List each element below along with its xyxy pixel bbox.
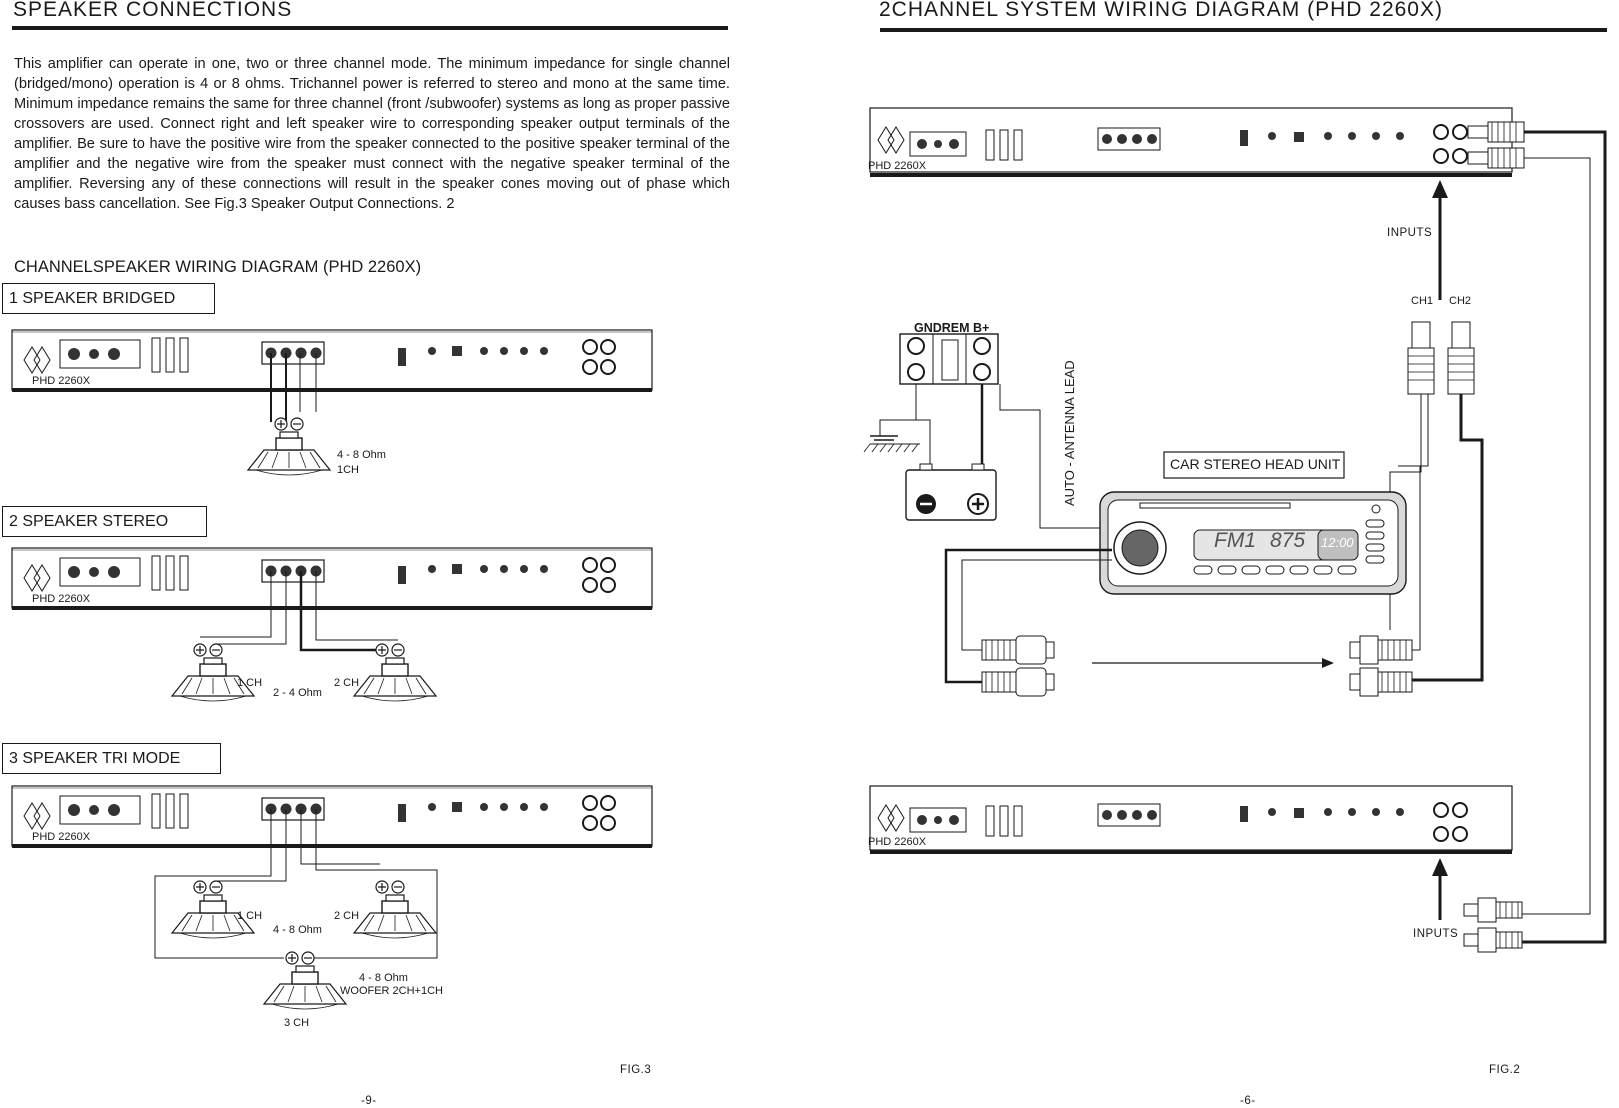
ch1-label: CH1: [1411, 295, 1434, 307]
fig2-label: FIG.2: [1489, 1064, 1521, 1076]
tri-ch1-label: 1 CH: [237, 910, 263, 922]
tri-ch2-label: 2 CH: [334, 910, 360, 922]
tri-woofer-label: WOOFER 2CH+1CH: [340, 985, 443, 997]
head-unit-label: CAR STEREO HEAD UNIT: [1170, 456, 1341, 472]
left-page-number: -9-: [361, 1095, 377, 1107]
section-box-bridged: 1 SPEAKER BRIDGED: [2, 283, 215, 314]
bottom-rca-plugs: [1463, 897, 1523, 953]
top-amp-model-label: PHD 2260X: [868, 160, 927, 172]
display-frequency: 875: [1270, 529, 1306, 552]
head-unit-rca-outputs: [981, 635, 1055, 697]
right-page-title: 2CHANNEL SYSTEM WIRING DIAGRAM (PHD 2260…: [879, 0, 1443, 21]
amp-model-label-2: PHD 2260X: [32, 593, 91, 605]
right-title-rule: [880, 28, 1607, 32]
bottom-amplifier: [869, 785, 1513, 854]
right-page-number: -6-: [1240, 1095, 1256, 1107]
stereo-ch1-label: 1 CH: [237, 677, 263, 689]
stereo-ohm-label: 2 - 4 Ohm: [273, 687, 322, 699]
amp-model-label-1: PHD 2260X: [32, 375, 91, 387]
left-page-title: SPEAKER CONNECTIONS: [13, 0, 293, 21]
tri-woofer-ohm-label: 4 - 8 Ohm: [359, 972, 408, 984]
stereo-ch2-label: 2 CH: [334, 677, 360, 689]
speaker-connections-paragraph: This amplifier can operate in one, two o…: [14, 56, 730, 212]
speaker-wiring-diagram: [10, 328, 654, 1010]
amp-model-label-3: PHD 2260X: [32, 831, 91, 843]
top-rca-plugs: [1467, 121, 1607, 944]
display-clock: 12:00: [1321, 535, 1354, 550]
section-box-stereo: 2 SPEAKER STEREO: [2, 506, 207, 537]
channel-wiring-subtitle: CHANNELSPEAKER WIRING DIAGRAM (PHD 2260X…: [14, 258, 422, 276]
ch2-label: CH2: [1449, 295, 1472, 307]
fig3-label: FIG.3: [620, 1064, 652, 1076]
inputs-bottom-label: INPUTS: [1413, 928, 1459, 940]
system-wiring-diagram: [863, 107, 1607, 953]
display-band: FM1: [1214, 529, 1256, 552]
bridged-ohm-label: 4 - 8 Ohm: [337, 449, 386, 461]
bottom-amp-model-label: PHD 2260X: [868, 836, 927, 848]
car-stereo-head-unit: [1099, 491, 1407, 595]
section-box-tri-mode: 3 SPEAKER TRI MODE: [2, 743, 221, 774]
tri-ohm-label: 4 - 8 Ohm: [273, 924, 322, 936]
inputs-top-label: INPUTS: [1387, 227, 1433, 239]
bridged-ch-label: 1CH: [337, 464, 360, 476]
power-terminal-block: [863, 333, 1112, 529]
cable-rca-plugs: [1349, 466, 1421, 697]
antenna-lead-label: AUTO - ANTENNA LEAD: [1062, 360, 1077, 506]
top-amplifier: [869, 107, 1513, 177]
battery: [905, 463, 997, 521]
power-terminal-label: GNDREM B+: [914, 321, 990, 335]
tri-ch3-label: 3 CH: [284, 1017, 310, 1029]
left-title-rule: [12, 26, 728, 30]
ch-rca-plugs: [1389, 321, 1484, 682]
